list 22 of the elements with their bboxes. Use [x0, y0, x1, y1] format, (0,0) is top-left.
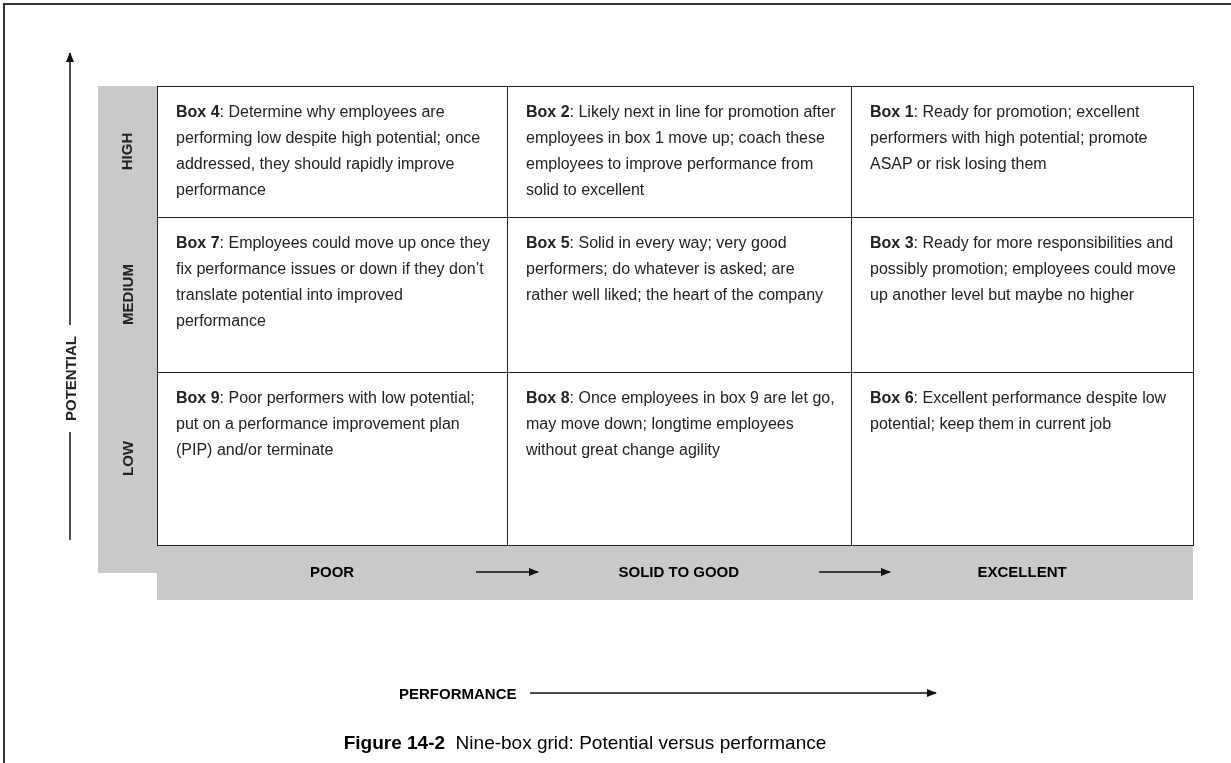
axis-label: PERFORMANCE: [399, 684, 517, 702]
cell-text: Box 4: Determine why employees are performing low despite high potential; once addressed, they should rapidly improve performance: [176, 102, 482, 200]
grid-cell: [157, 86, 508, 218]
grid-cell: [851, 86, 1194, 218]
column-label: EXCELLENT: [977, 562, 1067, 580]
cell-text: Box 3: Ready for more responsibilities and possibly promotion; employees could move up another level but maybe no higher: [870, 233, 1177, 305]
axis-label: POTENTIAL: [61, 335, 79, 421]
column-label: SOLID TO GOOD: [618, 562, 740, 580]
cell-text: Box 8: Once employees in box 9 are let go, may move down; longtime employees without great change agility: [526, 388, 836, 460]
grid-cell: [157, 372, 508, 546]
cell-text: Box 2: Likely next in line for promotion after employees in box 1 move up; coach these employees to improve performance from solid to excellent: [526, 102, 837, 200]
row-label: MEDIUM: [118, 263, 136, 325]
cell-text: Box 6: Excellent performance despite low potential; keep them in current job: [870, 388, 1168, 434]
grid-cell: [851, 372, 1194, 546]
cell-text: Box 1: Ready for promotion; excellent performers with high potential; promote ASAP or risk losing them: [870, 102, 1149, 174]
cell-text: Box 5: Solid in every way; very good performers; do whatever is asked; are rather well liked; the heart of the company: [526, 233, 825, 305]
cell-text: Box 9: Poor performers with low potential; put on a performance improvement plan (PIP) and/or terminate: [176, 388, 476, 460]
column-label: POOR: [310, 562, 355, 580]
row-label: HIGH: [118, 132, 136, 170]
figure-caption: Figure 14-2 Nine-box grid: Potential versus performance: [343, 732, 827, 753]
row-label: LOW: [118, 440, 136, 476]
cell-text: Box 7: Employees could move up once they fix performance issues or down if they don’t translate potential into improved performance: [176, 233, 491, 331]
